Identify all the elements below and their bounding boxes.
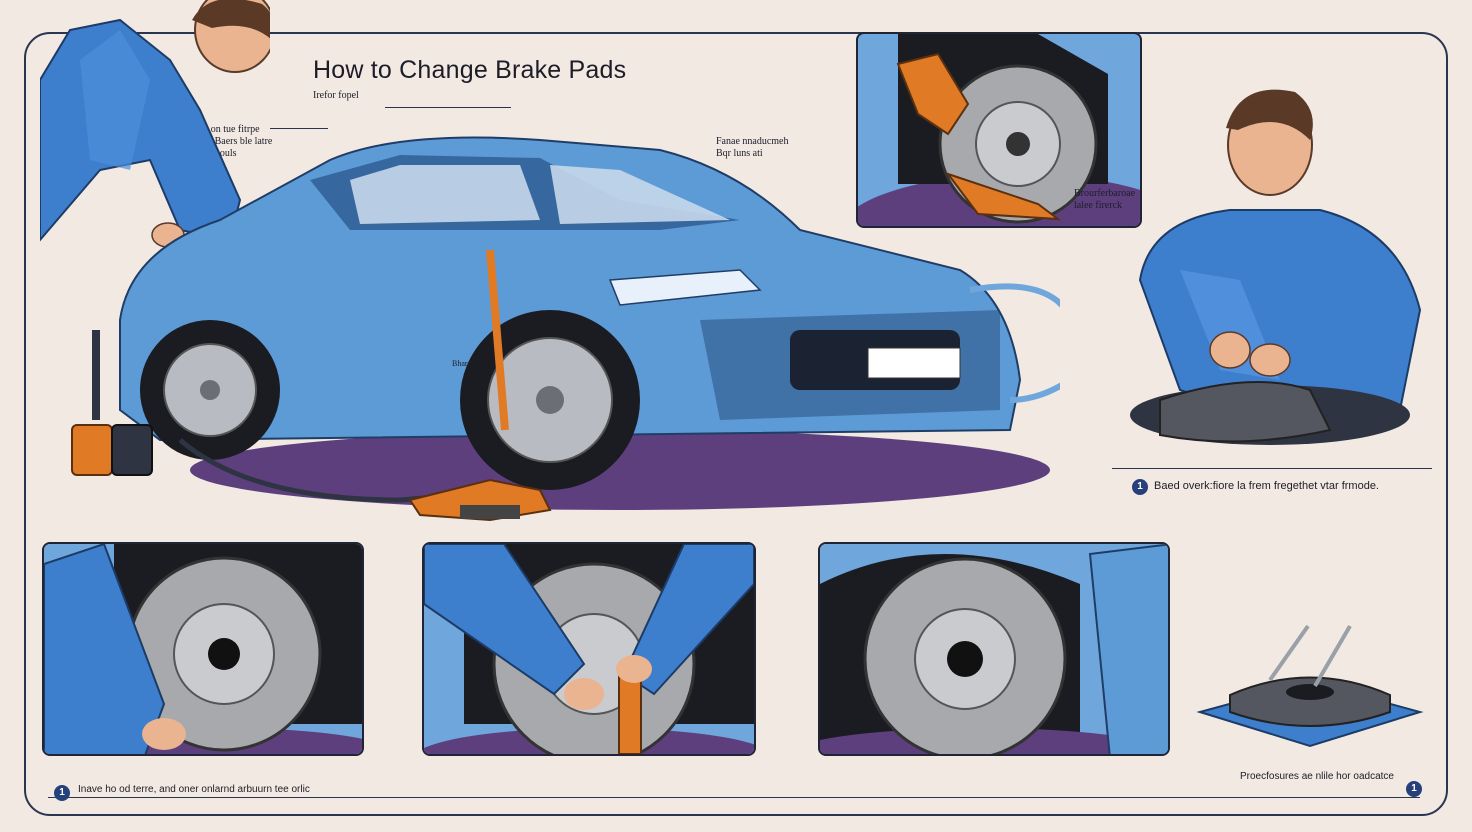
- step-caption: Baed overk:fiore la frem fregethet vtar …: [1154, 480, 1379, 492]
- diagram-frame: [24, 32, 1448, 816]
- step-number-badge: 1: [54, 785, 70, 801]
- bottom-divider: [48, 797, 1420, 798]
- step-panel-rotor-2: [422, 542, 756, 756]
- car-plate-text: Bhar: [452, 359, 468, 368]
- left-callout-leader-line: [270, 128, 328, 129]
- inset-panel-caliper: [856, 32, 1142, 228]
- page-subtitle: Irefor fopel: [313, 90, 359, 101]
- car-illustration: [119, 136, 1060, 510]
- subtitle-leader-line: [385, 107, 511, 108]
- page-title: How to Change Brake Pads: [313, 56, 627, 84]
- brake-rotor-icon: [44, 544, 362, 754]
- center-callout-label: Fanae nnaducmeh Bqr luns ati: [716, 136, 789, 159]
- brake-rotor-detail-icon: [820, 544, 1168, 754]
- mechanic-right-figure: [1130, 89, 1422, 445]
- step-caption: Inave ho od terre, and oner onlarnd arbu…: [78, 784, 310, 795]
- step-caption: Proecfosures ae nlile hor oadcatce: [1240, 771, 1394, 782]
- brake-pad-plate-icon: [1196, 624, 1424, 748]
- brake-caliper-icon: [858, 34, 1140, 226]
- jack-icon: [408, 478, 552, 522]
- step-panel-rotor-3: [818, 542, 1170, 756]
- step-number-badge: 1: [1406, 781, 1422, 797]
- step-panel-rotor-1: [42, 542, 364, 756]
- step-right-top-divider: [1112, 468, 1432, 469]
- inset-callout-label: Brourferbaroae lalee firerck: [1074, 188, 1136, 211]
- fluid-container-icon: [71, 330, 153, 476]
- brake-pad-icon: [424, 544, 754, 754]
- step-number-badge: 1: [1132, 479, 1148, 495]
